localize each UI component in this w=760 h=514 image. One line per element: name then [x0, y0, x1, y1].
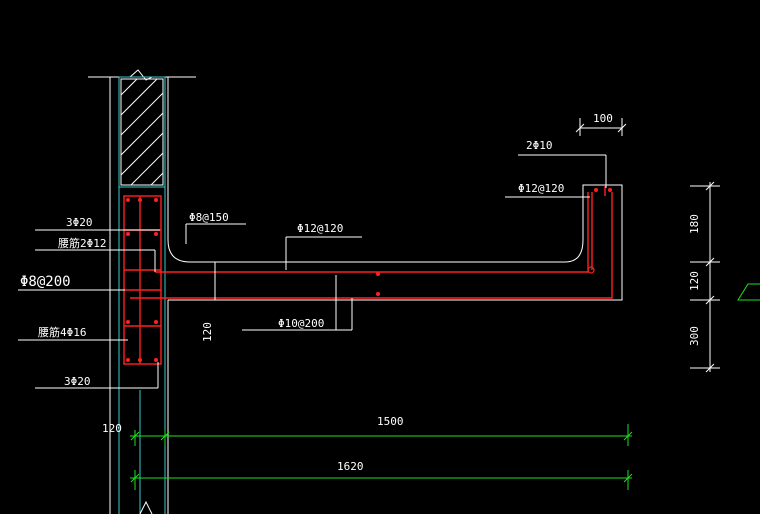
label-top-dim: 100: [593, 112, 613, 125]
wall-hatch: [118, 76, 166, 188]
label-top-bar-note: 2Φ10: [526, 139, 553, 152]
dim-right-180: 180: [688, 214, 701, 234]
leader-lines: [18, 118, 627, 389]
label-col-waist: 腰筋2Φ12: [58, 236, 107, 250]
label-col-waist2: 腰筋4Φ16: [38, 325, 87, 339]
label-slab-thickness: 120: [201, 322, 214, 342]
label-slab-bottom-bar: Φ10@200: [278, 317, 324, 330]
column-lines: [118, 187, 166, 514]
label-stirrup-top: Φ8@150: [189, 211, 229, 224]
bottom-dimensions: [130, 424, 633, 490]
dim-span-1620: 1620: [337, 460, 364, 473]
dim-right-120: 120: [688, 271, 701, 291]
label-col-stirrup: Φ8@200: [20, 274, 71, 290]
label-col-bot-bars: 3Φ20: [64, 375, 91, 388]
label-col-top-bars: 3Φ20: [66, 216, 93, 229]
level-marker-icon: [737, 283, 760, 301]
dim-bottom-120: 120: [102, 422, 122, 435]
label-slab-top-bar: Φ12@120: [297, 222, 343, 235]
dim-span-1500: 1500: [377, 415, 404, 428]
label-upper-bar: Φ12@120: [518, 182, 564, 195]
dim-right-300: 300: [688, 326, 701, 346]
rebar-dots: [126, 188, 612, 362]
wall-outline: [88, 69, 623, 514]
right-dimension: [690, 181, 720, 373]
